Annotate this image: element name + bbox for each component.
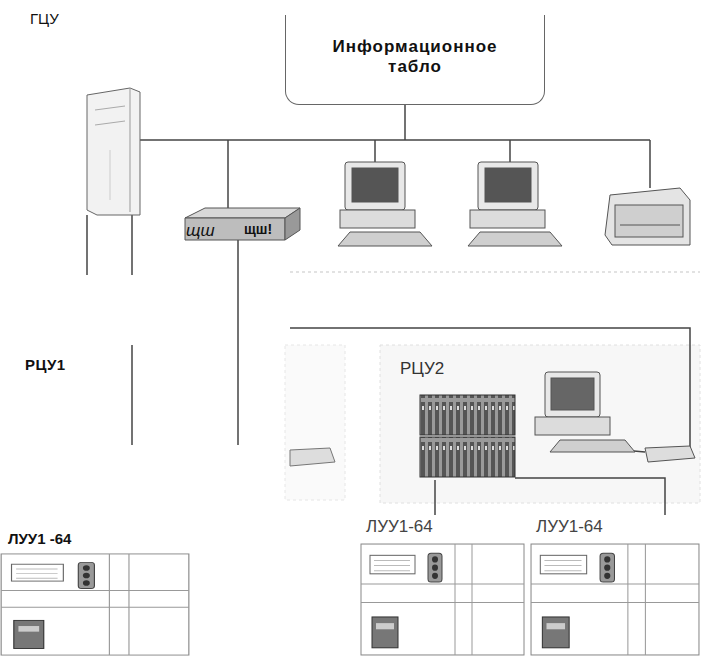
controller-box: ЛУУ1-64: [360, 515, 525, 656]
controller-box: ЛУУ1 -64: [0, 528, 190, 656]
region-box: РЦУ1: [0, 338, 345, 503]
intersection-picture: [530, 543, 700, 656]
node-label: ЛУУ1-64: [366, 517, 525, 537]
info-board: Информационное табло: [285, 15, 545, 105]
intersection-picture: [0, 553, 190, 656]
region-box: РЦУ2: [380, 345, 700, 503]
node-label: РЦУ1: [25, 356, 345, 373]
intersection-picture: [360, 543, 525, 656]
center-label: ГЦУ: [30, 10, 59, 27]
node-label: Информационное табло: [306, 37, 524, 77]
node-label: ЛУУ1 -64: [8, 530, 190, 547]
connector: [434, 503, 436, 515]
node-label: РЦУ2: [400, 359, 700, 379]
connector: [664, 503, 666, 515]
controller-box: ЛУУ1-64: [530, 515, 700, 656]
device-marking: щш!: [244, 221, 272, 237]
node-label: ЛУУ1-64: [536, 517, 700, 537]
device-marking: щш: [186, 221, 215, 241]
